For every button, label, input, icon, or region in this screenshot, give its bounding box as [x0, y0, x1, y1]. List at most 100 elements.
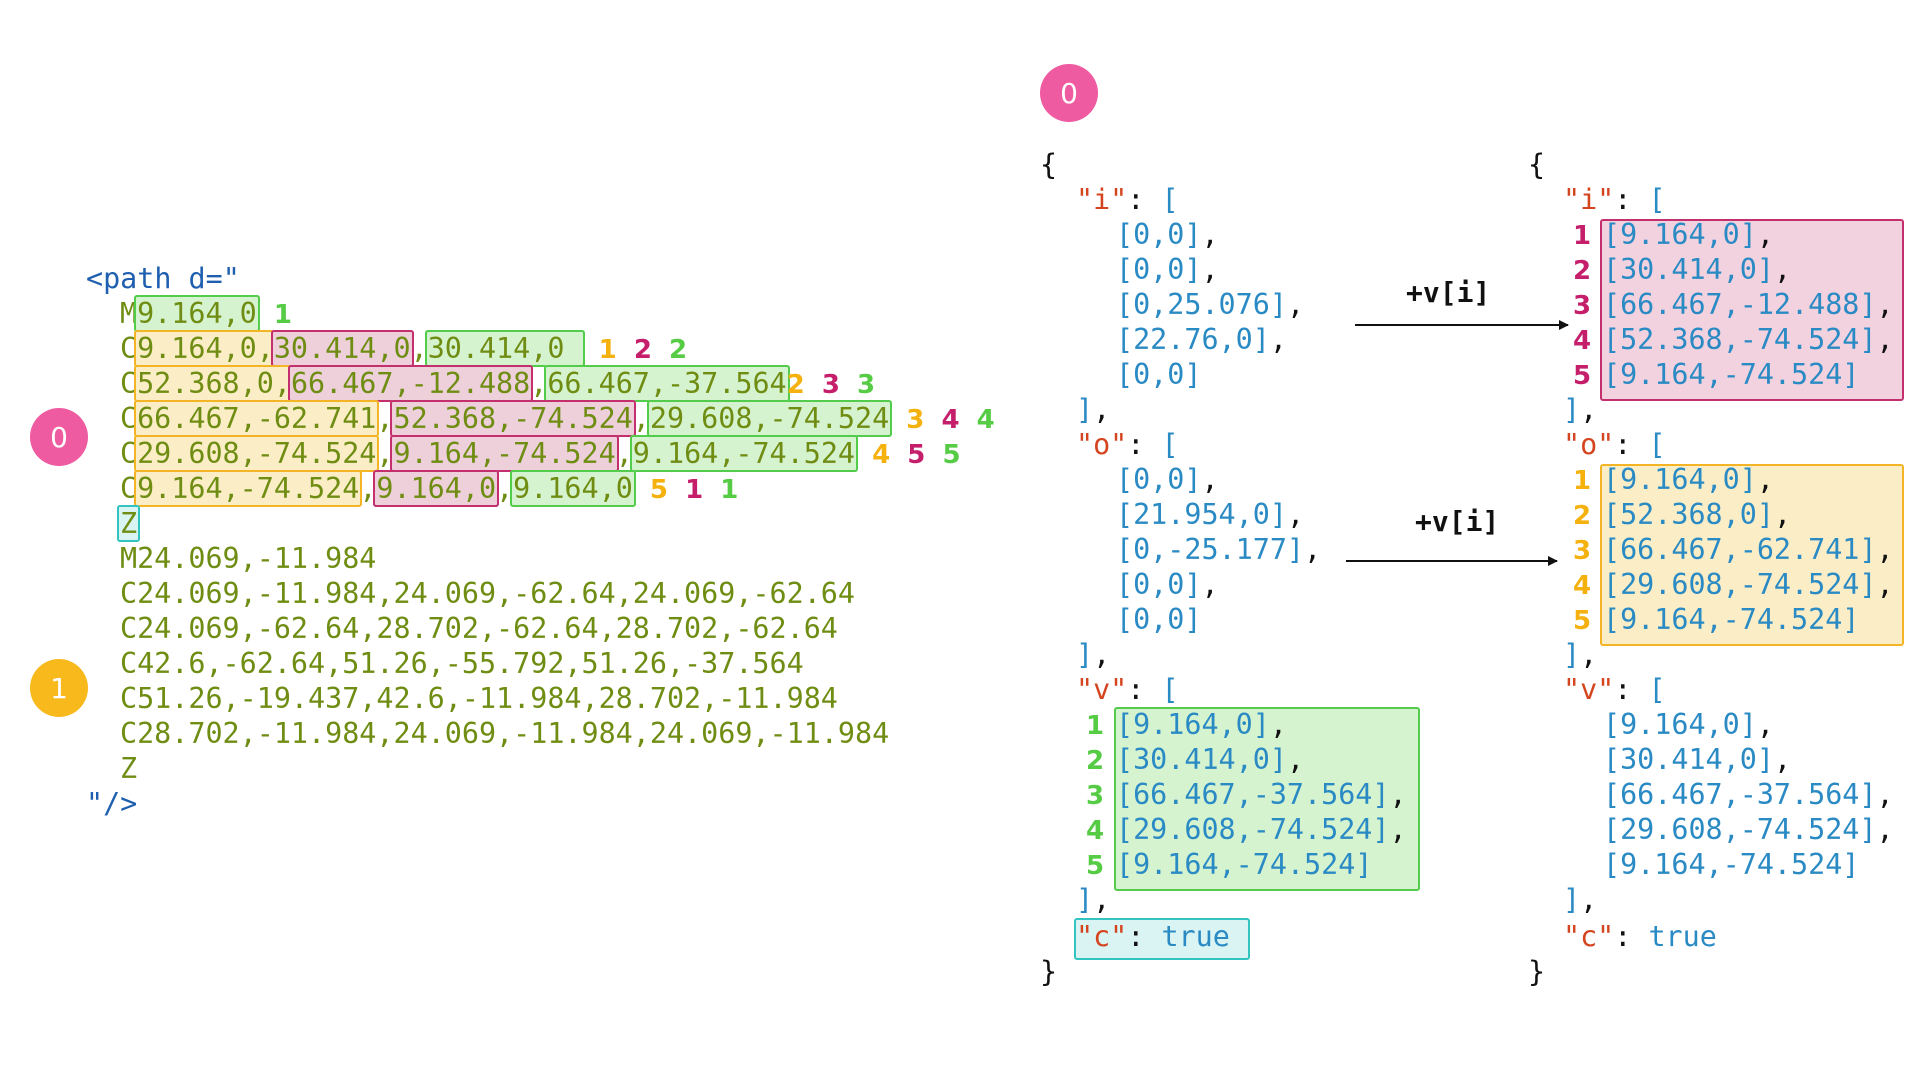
line-index: 2 [633, 335, 652, 365]
v-index: 5 [1086, 851, 1105, 881]
json-left-v-close: ], [1076, 883, 1111, 916]
json-right-o-item: [52.368,0], [1603, 498, 1792, 531]
close-path-box: Z [117, 505, 141, 542]
json-right-o-item: [9.164,-74.524] [1603, 603, 1860, 636]
arrow-label-bottom: +v[i] [1415, 505, 1500, 538]
vertex-box: 30.414,0 [424, 330, 585, 367]
json-left-c-value: true [1161, 920, 1230, 953]
json-right-v-item: [66.467,-37.564], [1603, 778, 1894, 811]
path-line-6: Z [117, 505, 141, 542]
line-index: 4 [976, 405, 995, 435]
i-index: 3 [1573, 291, 1592, 321]
json-right-i-item: [9.164,-74.524] [1603, 358, 1860, 391]
line-index: 5 [649, 475, 668, 505]
line-index: 1 [720, 475, 739, 505]
json-left-v-key-line: "v": [ [1076, 673, 1179, 706]
in-handle-box: 66.467,-12.488 [287, 365, 534, 402]
json-right-c-value: true [1648, 920, 1717, 953]
i-index: 5 [1573, 361, 1592, 391]
path-line-2: C52.368,0,66.467,-12.488,66.467,-37.5642… [120, 365, 876, 402]
out-handle-box: 9.164,0, [134, 330, 277, 367]
line-index: 3 [906, 405, 925, 435]
path-line-0: M9.164,0 1 [120, 295, 292, 332]
json-left-o-key-line: "o": [ [1076, 428, 1179, 461]
line-index: 2 [669, 335, 688, 365]
json-right-i-close: ], [1563, 393, 1598, 426]
json-right-v-key: "v" [1563, 673, 1615, 706]
path-line-9: C24.069,-62.64,28.702,-62.64,28.702,-62.… [120, 612, 838, 645]
in-handle-box: 30.414,0 [270, 330, 414, 367]
in-handle-box: 9.164,-74.524 [390, 435, 619, 472]
in-handle-box: 9.164,0 [373, 470, 500, 507]
line-index: 1 [685, 475, 704, 505]
json-right-i-key: "i" [1563, 183, 1615, 216]
json-left-c-key: "c" [1076, 920, 1128, 953]
json-right-o-close: ], [1563, 638, 1598, 671]
json-left-v-highlight [1114, 707, 1420, 891]
json-right-v-item: [30.414,0], [1603, 743, 1792, 776]
json-left-i-close: ], [1076, 393, 1111, 426]
json-left-v-item: [30.414,0], [1116, 743, 1305, 776]
in-handle-box: 52.368,-74.524 [390, 400, 636, 437]
badge-one-left: 1 [30, 659, 88, 717]
json-right-close-brace: } [1528, 955, 1546, 988]
json-left-open-brace: { [1040, 148, 1058, 181]
json-left-i-key-line: "i": [ [1076, 183, 1179, 216]
json-left-o-item: [0,0] [1116, 603, 1202, 636]
path-line-5: C9.164,-74.524,9.164,0,9.164,0 5 1 1 [120, 470, 739, 507]
json-right-v-key-line: "v": [ [1563, 673, 1666, 706]
json-left-v-item: [9.164,0], [1116, 708, 1287, 741]
json-right-o-highlight [1600, 464, 1904, 646]
v-index: 3 [1086, 781, 1105, 811]
path-line-1: C9.164,0,30.414,0,30.414,0 1 2 2 [120, 330, 688, 367]
json-left-o-close: ], [1076, 638, 1111, 671]
json-left-c-line: "c": true [1076, 920, 1230, 953]
vertex-box: 9.164,-74.524 [629, 435, 859, 472]
i-index: 4 [1573, 326, 1592, 356]
line-index: 3 [857, 370, 876, 400]
o-index: 4 [1573, 571, 1592, 601]
json-right-c-line: "c": true [1563, 920, 1717, 953]
json-right-open-brace: { [1528, 148, 1546, 181]
json-left-i-item: [0,0], [1116, 253, 1219, 286]
path-line-8: C24.069,-11.984,24.069,-62.64,24.069,-62… [120, 577, 855, 610]
path-line-13: Z [120, 752, 138, 785]
path-line-4: C29.608,-74.524,9.164,-74.524,9.164,-74.… [120, 435, 961, 472]
line-index: 3 [821, 370, 840, 400]
json-left-v-item: [66.467,-37.564], [1116, 778, 1407, 811]
out-handle-box: 29.608,-74.524 [134, 435, 380, 472]
json-left-o-item: [21.954,0], [1116, 498, 1305, 531]
path-line-3: C66.467,-62.741,52.368,-74.524,29.608,-7… [120, 400, 995, 437]
line-index: 5 [907, 440, 926, 470]
line-index: 5 [942, 440, 961, 470]
badge-zero-top: 0 [1040, 64, 1098, 122]
json-left-i-item: [22.76,0], [1116, 323, 1287, 356]
o-index: 3 [1573, 536, 1592, 566]
json-left-v-item: [29.608,-74.524], [1116, 813, 1407, 846]
vertex-box: 9.164,0 [510, 470, 636, 507]
json-right-o-item: [9.164,0], [1603, 463, 1774, 496]
i-index: 2 [1573, 256, 1592, 286]
json-right-v-item: [9.164,0], [1603, 708, 1774, 741]
i-index: 1 [1573, 221, 1592, 251]
path-close-tag: "/> [86, 787, 138, 820]
line-index: 1 [598, 335, 617, 365]
path-line-10: C42.6,-62.64,51.26,-55.792,51.26,-37.564 [120, 647, 804, 680]
o-index: 1 [1573, 466, 1592, 496]
json-right-i-item: [30.414,0], [1603, 253, 1792, 286]
path-open-tag: <path d=" [86, 262, 240, 295]
line-index: 2 [786, 370, 805, 400]
path-line-7: M24.069,-11.984 [120, 542, 377, 575]
json-right-i-item: [52.368,-74.524], [1603, 323, 1894, 356]
json-left-i-item: [0,0], [1116, 218, 1219, 251]
json-left-v-item: [9.164,-74.524] [1116, 848, 1373, 881]
path-line-12: C28.702,-11.984,24.069,-11.984,24.069,-1… [120, 717, 890, 750]
line-index: 4 [941, 405, 960, 435]
json-right-o-item: [29.608,-74.524], [1603, 568, 1894, 601]
o-index: 5 [1573, 606, 1592, 636]
json-left-c-highlight [1074, 918, 1250, 960]
v-index: 1 [1086, 711, 1105, 741]
line-index: 4 [872, 440, 891, 470]
json-left-o-item: [0,0], [1116, 463, 1219, 496]
json-right-v-close: ], [1563, 883, 1598, 916]
